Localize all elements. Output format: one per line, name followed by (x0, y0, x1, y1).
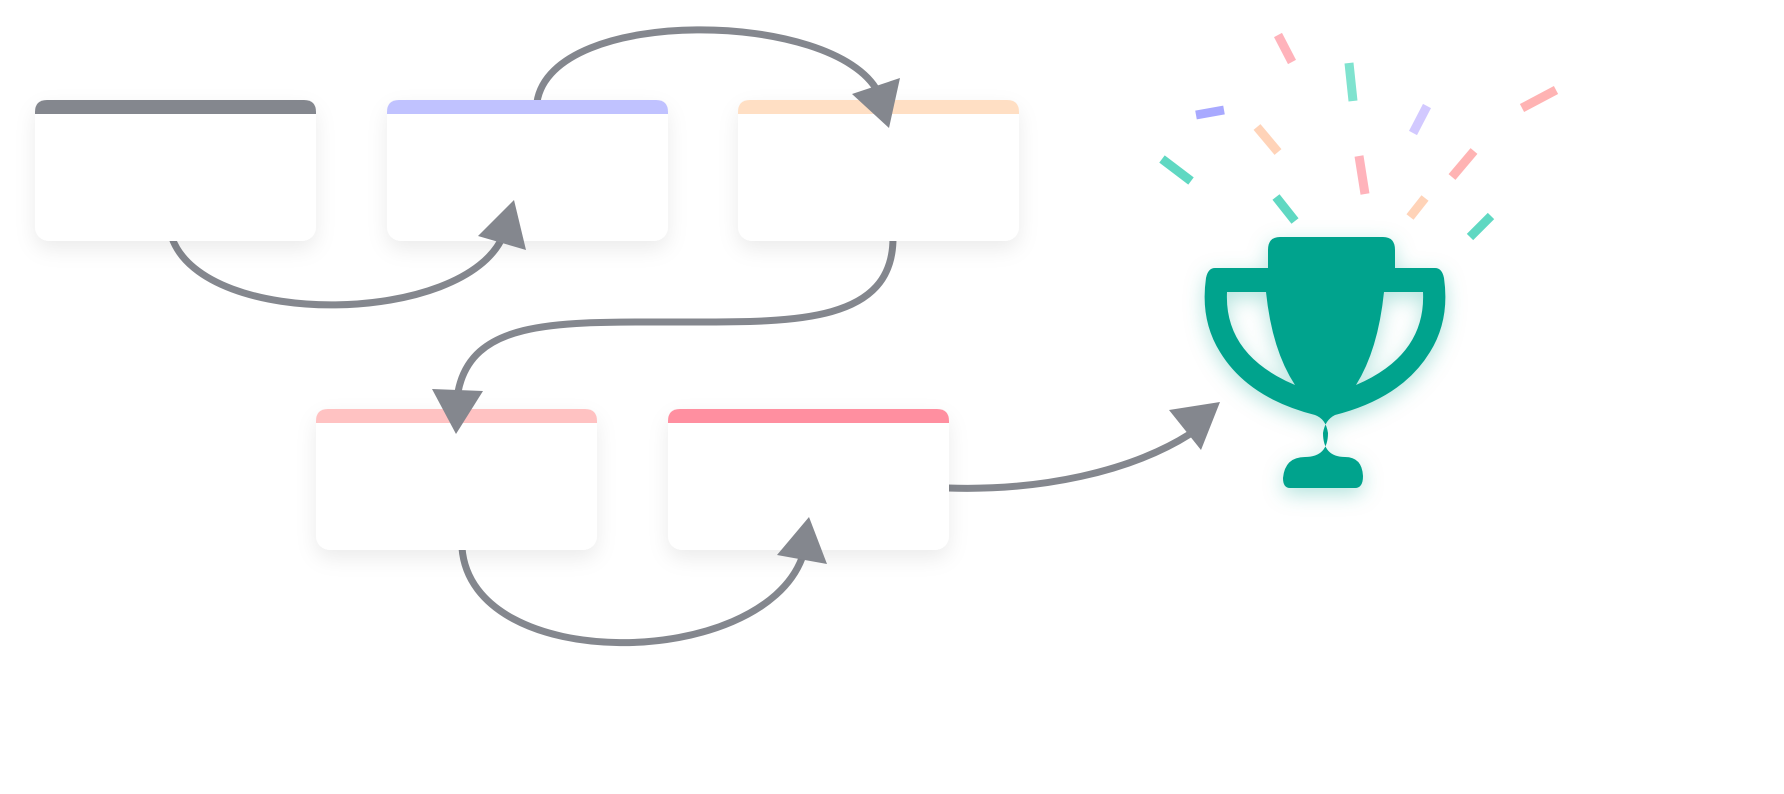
arrow-line-4-5 (458, 547, 806, 647)
arrow-icon (1169, 402, 1220, 450)
confetti-piece (1519, 86, 1559, 112)
arrowheads (432, 78, 1220, 564)
arrow-line-1-2 (168, 234, 507, 309)
card-header (35, 100, 316, 114)
confetti-icon (1159, 32, 1559, 241)
arrow-icon (852, 78, 900, 128)
card-body (35, 100, 316, 241)
confetti-piece (1253, 124, 1282, 155)
trophy-icon (1204, 237, 1446, 488)
arrow-line-5-trophy (947, 431, 1192, 492)
card-1 (35, 100, 316, 241)
card-2 (387, 100, 668, 241)
confetti-piece (1354, 155, 1370, 195)
confetti-piece (1195, 105, 1225, 120)
card-body (316, 409, 597, 550)
confetti-piece (1159, 155, 1194, 185)
arrow-icon (777, 517, 827, 564)
arrow-line-3-4 (454, 237, 897, 393)
confetti-piece (1466, 212, 1495, 241)
confetti-piece (1409, 103, 1431, 136)
card-body (668, 409, 949, 550)
confetti-piece (1272, 194, 1299, 224)
confetti-piece (1344, 62, 1358, 102)
confetti-piece (1448, 148, 1478, 180)
card-body (738, 100, 1019, 241)
card-header (387, 100, 668, 114)
card-body (387, 100, 668, 241)
arrow-line-2-3 (533, 26, 882, 103)
card-3 (738, 100, 1019, 241)
arrow-icon (432, 389, 483, 434)
confetti-piece (1274, 32, 1296, 65)
arrow-icon (478, 200, 526, 250)
confetti-piece (1406, 195, 1429, 220)
connector-lines (168, 26, 1192, 647)
card-5 (668, 409, 949, 550)
card-header (668, 409, 949, 423)
